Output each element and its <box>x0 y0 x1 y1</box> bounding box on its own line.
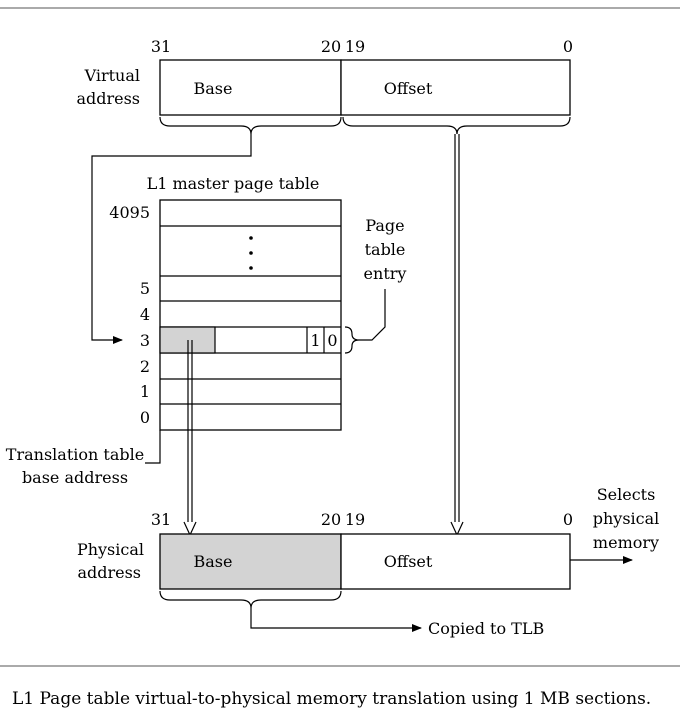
page-table-group: L1 master page table 1 0 4095 5 4 3 2 1 … <box>6 174 407 487</box>
physical-base-label: Base <box>194 552 233 571</box>
page-table-title: L1 master page table <box>147 174 320 193</box>
virtual-offset-field <box>340 59 571 116</box>
physical-bit-19: 19 <box>345 510 365 529</box>
virtual-label-line2: address <box>76 89 140 108</box>
virtual-bit-19: 19 <box>345 37 365 56</box>
figure-caption: L1 Page table virtual-to-physical memory… <box>12 689 651 709</box>
virtual-base-brace <box>159 116 342 135</box>
virtual-address-group: Virtual address 31 20 19 0 Base Offset <box>76 37 573 135</box>
physical-bit-31: 31 <box>151 510 171 529</box>
entry-bit-0: 0 <box>327 331 337 350</box>
copied-to-tlb-label: Copied to TLB <box>428 619 544 638</box>
offset-passthrough-arrow <box>450 134 464 537</box>
physical-address-group: Physical address 31 20 19 0 Base Offset … <box>77 485 659 638</box>
physical-base-brace <box>159 590 342 609</box>
physical-bit-20: 20 <box>321 510 341 529</box>
row-label-4095: 4095 <box>109 203 150 222</box>
physical-base-field <box>159 533 342 590</box>
virtual-offset-brace <box>342 116 571 135</box>
physical-offset-label: Offset <box>384 552 433 571</box>
ttb-label-line1: Translation table <box>6 445 144 464</box>
physical-offset-field <box>340 533 571 590</box>
ttb-label-line2: base address <box>22 468 128 487</box>
selects-line3: memory <box>593 533 659 552</box>
physical-label-line1: Physical <box>77 540 144 559</box>
row-label-5: 5 <box>140 279 150 298</box>
virtual-label-line1: Virtual <box>84 66 140 85</box>
row-label-4: 4 <box>140 305 150 324</box>
physical-label-line2: address <box>77 563 141 582</box>
copied-to-tlb-arrow <box>250 608 422 632</box>
virtual-base-field <box>159 59 342 116</box>
page-table-frame <box>159 199 342 431</box>
row-label-1: 1 <box>140 382 150 401</box>
selects-line2: physical <box>593 509 660 528</box>
virtual-base-label: Base <box>194 79 233 98</box>
virtual-bit-31: 31 <box>151 37 171 56</box>
virtual-bit-0: 0 <box>563 37 573 56</box>
selects-line1: Selects <box>597 485 656 504</box>
ellipsis-dot <box>249 266 253 270</box>
entry-brace-leader <box>359 289 386 341</box>
ellipsis-dot <box>249 236 253 240</box>
virtual-offset-label: Offset <box>384 79 433 98</box>
entry-label-line1: Page <box>365 216 404 235</box>
virtual-bit-20: 20 <box>321 37 341 56</box>
entry-brace <box>344 326 360 354</box>
base-copy-arrow <box>183 340 197 537</box>
entry-label-line2: table <box>365 240 406 259</box>
ttb-leader <box>145 430 161 464</box>
entry-label-line3: entry <box>364 264 407 283</box>
ellipsis-dot <box>249 251 253 255</box>
row-label-0: 0 <box>140 408 150 427</box>
physical-bit-0: 0 <box>563 510 573 529</box>
row-label-3: 3 <box>140 331 150 350</box>
row-label-2: 2 <box>140 357 150 376</box>
base-index-connector <box>91 134 252 344</box>
entry-bit-1: 1 <box>310 331 320 350</box>
